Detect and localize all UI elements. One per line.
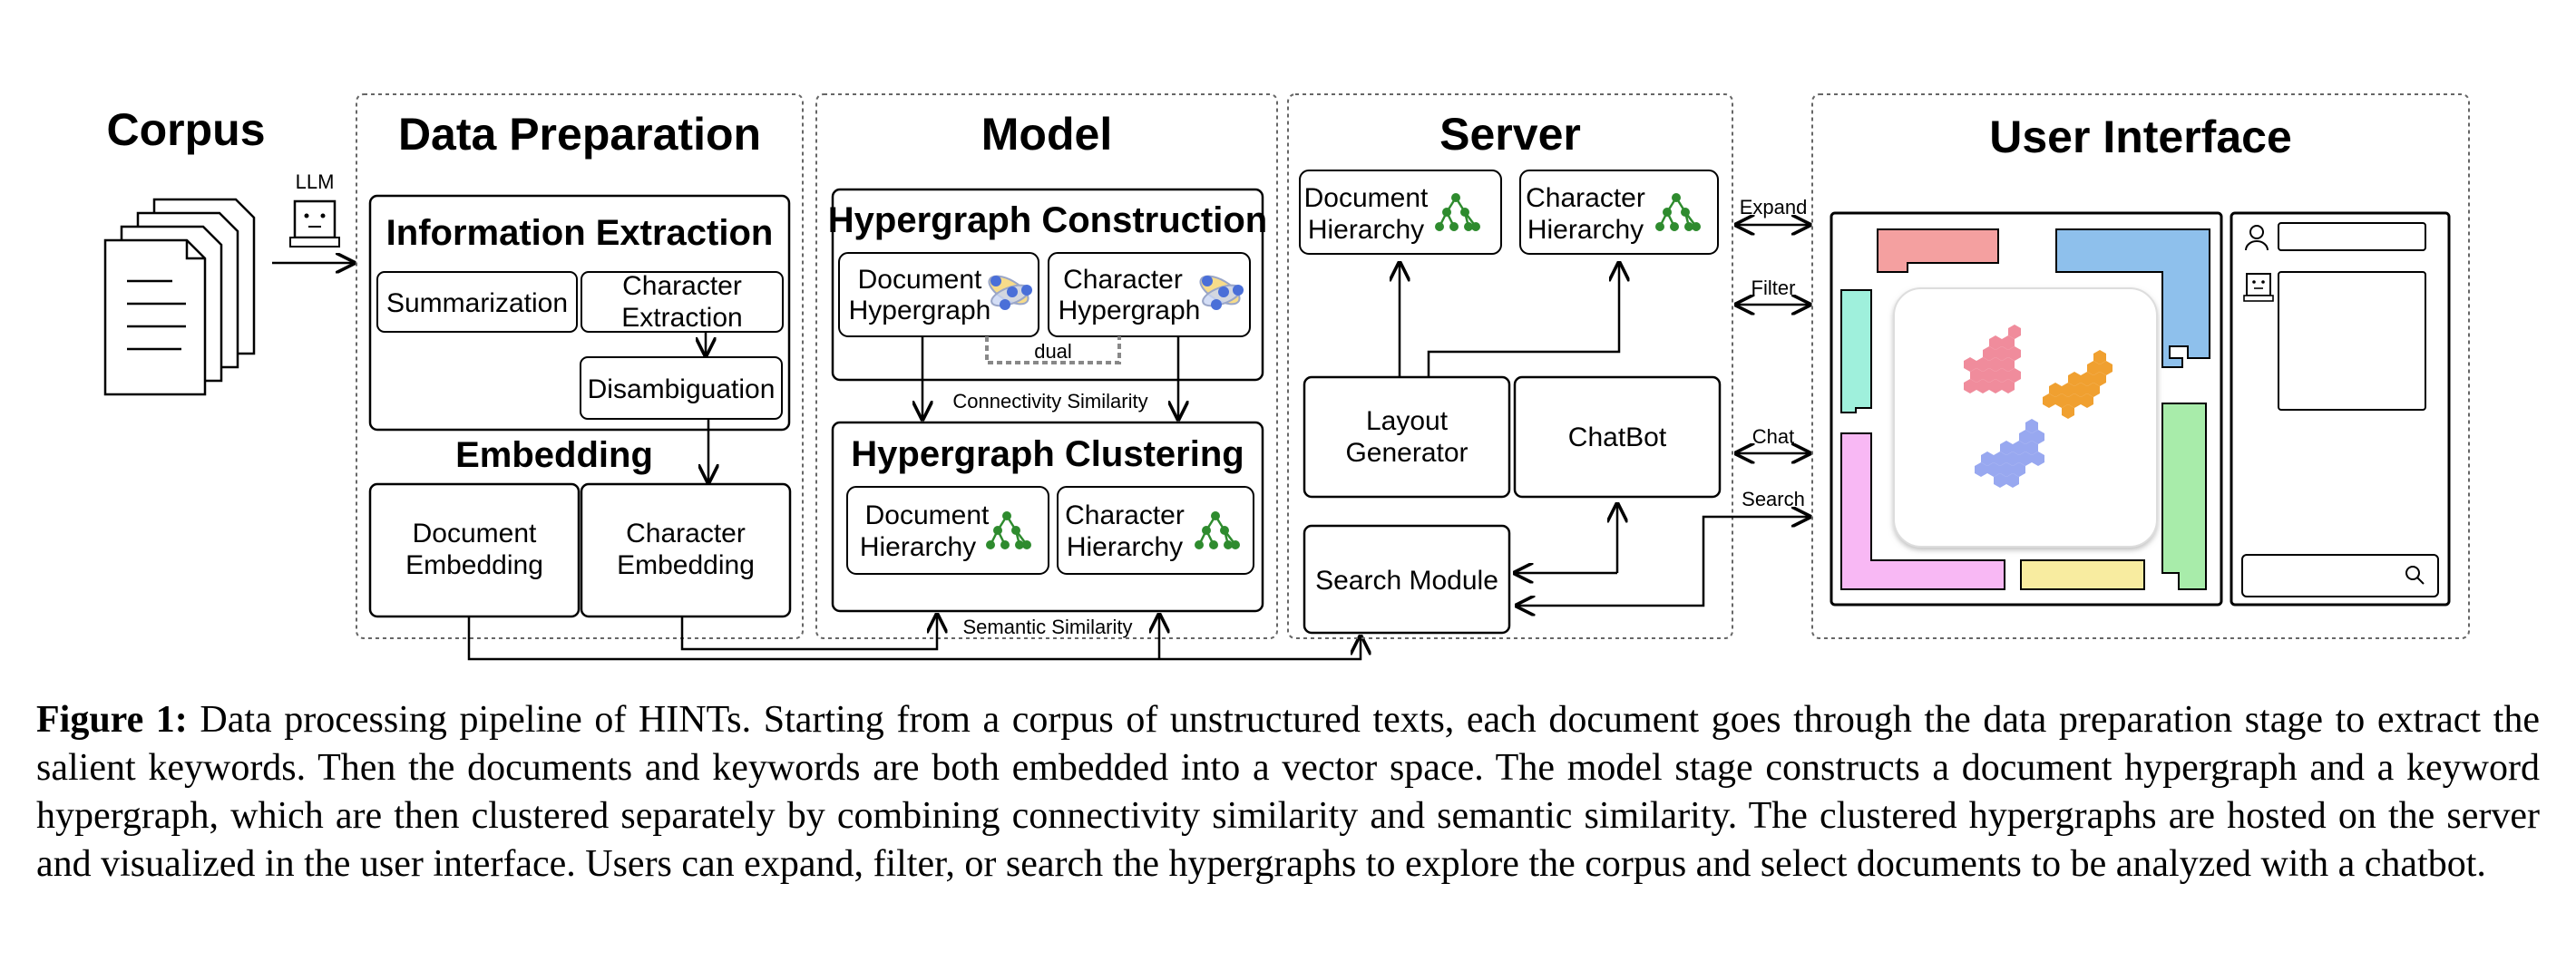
chatbot-box — [1513, 375, 1722, 499]
character-extraction-label-2: Extraction — [621, 303, 742, 333]
semantic-similarity-label: Semantic Similarity — [962, 616, 1132, 638]
filter-label: Filter — [1751, 277, 1796, 299]
caption-label: Figure 1: — [36, 699, 188, 741]
document-stack-icon — [103, 198, 256, 396]
model-character-hierarchy-box — [1057, 486, 1254, 575]
dual-label: dual — [1034, 340, 1072, 363]
server-character-hierarchy-label-1: Character — [1526, 183, 1645, 213]
document-hypergraph-label-2: Hypergraph — [849, 296, 991, 325]
server-document-hierarchy-label-1: Document — [1304, 183, 1429, 213]
chat-user-message — [2278, 222, 2426, 251]
document-hypergraph-label-1: Document — [858, 265, 982, 295]
document-hypergraph-box — [838, 252, 1039, 337]
model-document-hierarchy-label-2: Hierarchy — [860, 532, 976, 562]
user-interface-title: User Interface — [1989, 112, 2292, 162]
character-hypergraph-label-2: Hypergraph — [1059, 296, 1201, 325]
bot-icon — [2243, 273, 2274, 302]
ui-green-panel — [2161, 403, 2207, 590]
llm-label: LLM — [296, 170, 335, 193]
ui-blue-panel — [2055, 228, 2210, 368]
model-character-hierarchy-label-1: Character — [1065, 500, 1185, 530]
character-embedding-box — [580, 482, 792, 618]
summarization-box — [376, 271, 578, 333]
embedding-title: Embedding — [455, 435, 653, 475]
figure-caption: Figure 1: Data processing pipeline of HI… — [36, 696, 2540, 959]
hypergraph-clustering-title: Hypergraph Clustering — [851, 434, 1244, 474]
hypergraph-construction-title: Hypergraph Construction — [828, 200, 1267, 240]
chatbot-label: ChatBot — [1568, 422, 1667, 452]
corpus-section: Corpus LLM — [103, 104, 354, 396]
ui-yellow-panel — [2020, 559, 2145, 590]
document-embedding-box — [368, 482, 581, 618]
search-module-label: Search Module — [1315, 566, 1498, 596]
document-embedding-label-2: Embedding — [405, 550, 543, 580]
corpus-title: Corpus — [107, 104, 266, 155]
character-extraction-label-1: Character — [622, 271, 742, 301]
user-icon — [2245, 225, 2269, 251]
ui-cyan-panel — [1840, 289, 1872, 413]
model-title: Model — [981, 109, 1112, 160]
layout-generator-box — [1303, 375, 1511, 499]
model-character-hierarchy-label-2: Hierarchy — [1067, 532, 1183, 562]
dual-connector — [985, 336, 1121, 364]
disambiguation-box — [580, 356, 783, 420]
interaction-arrows — [1702, 225, 1810, 544]
caption-text: Data processing pipeline of HINTs. Start… — [36, 699, 2540, 885]
server-document-hierarchy-box — [1299, 170, 1502, 255]
server-title: Server — [1439, 109, 1581, 160]
server-character-hierarchy-box — [1519, 170, 1719, 255]
llm-robot-icon — [289, 199, 340, 248]
user-interface-section: User Interface — [1811, 93, 2470, 639]
search-label: Search — [1742, 488, 1805, 510]
chat-label: Chat — [1752, 425, 1794, 448]
summarization-label: Summarization — [386, 288, 568, 318]
character-embedding-label-2: Embedding — [617, 550, 755, 580]
character-extraction-box — [581, 271, 784, 333]
search-icon — [2405, 566, 2425, 585]
search-module-box — [1303, 524, 1511, 635]
server-arrows — [1400, 263, 1705, 606]
information-extraction-title: Information Extraction — [386, 213, 774, 253]
ui-graph-view — [1893, 287, 2158, 548]
document-embedding-label-1: Document — [413, 519, 537, 548]
ui-pink-panel — [1840, 432, 2005, 590]
layout-generator-label-2: Generator — [1345, 438, 1468, 468]
ui-red-panel — [1877, 228, 1999, 273]
embedding-connectors — [467, 615, 1361, 661]
character-hypergraph-box — [1048, 252, 1251, 337]
layout-generator-label-1: Layout — [1366, 406, 1449, 436]
data-preparation-section: Data Preparation Information Extraction … — [356, 93, 804, 639]
data-preparation-title: Data Preparation — [398, 109, 761, 160]
character-hypergraph-label-1: Character — [1063, 265, 1183, 295]
connectivity-similarity-label: Connectivity Similarity — [952, 390, 1147, 413]
character-embedding-label-1: Character — [626, 519, 746, 548]
server-document-hierarchy-label-2: Hierarchy — [1308, 215, 1424, 245]
model-section: Model Hypergraph Construction Document H… — [815, 93, 1278, 639]
expand-label: Expand — [1740, 196, 1808, 218]
server-character-hierarchy-label-2: Hierarchy — [1527, 215, 1644, 245]
disambiguation-label: Disambiguation — [588, 374, 776, 404]
server-section: Server Document Hierarchy Character Hier… — [1287, 93, 1733, 639]
chat-bot-message — [2278, 271, 2426, 411]
model-document-hierarchy-label-1: Document — [865, 500, 990, 530]
pipeline-diagram: Corpus LLM Data Preparation Information … — [103, 93, 2470, 661]
chat-search-input[interactable] — [2241, 554, 2439, 597]
model-document-hierarchy-box — [846, 486, 1049, 575]
